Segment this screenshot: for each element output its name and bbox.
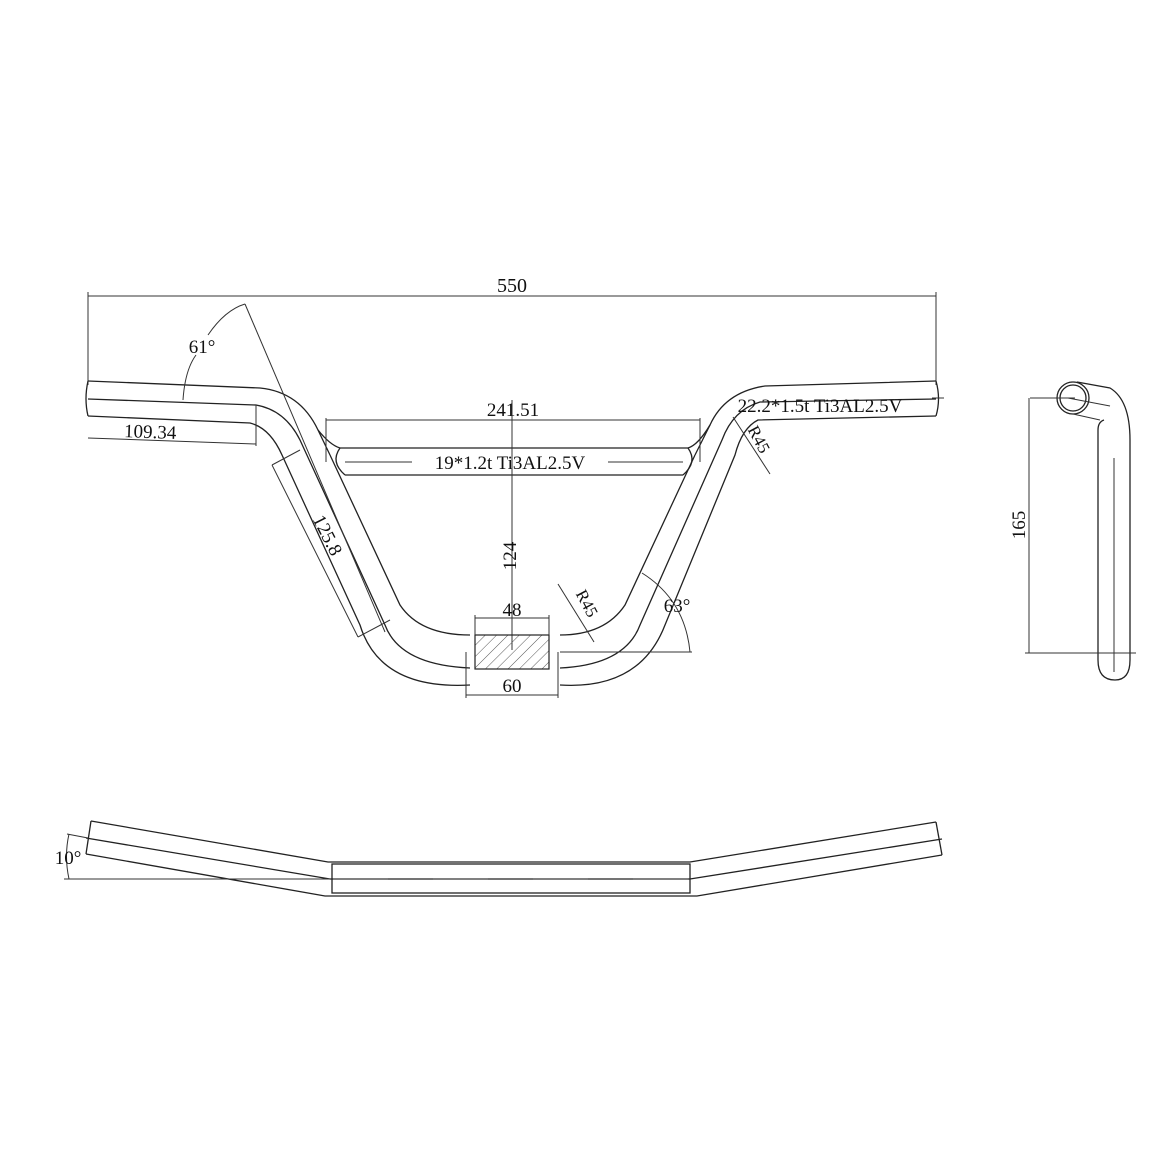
angle-63-arc (641, 572, 691, 653)
dim-line-125 (271, 464, 359, 638)
right-tube-bottom-outer (559, 415, 937, 686)
dim-angle-right: 63° (664, 596, 691, 617)
dim-angle-left: 61° (189, 337, 216, 358)
angle-61-arc-top (207, 303, 246, 336)
side-tube-outline (1076, 381, 1131, 681)
r45-lower-leader (557, 583, 595, 643)
left-tube-center (87, 398, 471, 669)
crossbar-right-end (682, 447, 693, 476)
dim-clamp-width: 60 (503, 676, 522, 697)
dim-backsweep-angle: 10° (55, 848, 82, 869)
top-tube-front (85, 853, 943, 897)
dim-line-109 (87, 437, 257, 445)
side-tube-centerline-top (1067, 397, 1111, 407)
angle-61-arc-bottom (182, 354, 197, 401)
right-riser-inner (559, 454, 696, 636)
right-tube-top (694, 380, 937, 456)
angle-10-arc (66, 833, 70, 880)
angle-61-ref-line (244, 303, 386, 633)
ext-line-125-bottom (357, 619, 391, 638)
dim-bend-radius-lower: R45 (572, 586, 602, 620)
crossbar-left-end (335, 447, 346, 476)
left-tube-end (85, 380, 89, 417)
angle-10-ref (66, 833, 89, 839)
top-tube-center (85, 837, 943, 880)
top-tube-back (90, 820, 937, 863)
side-view: 165 (1009, 381, 1136, 681)
r45-upper-leader (732, 416, 771, 475)
clamp-knurl-hatch (474, 634, 550, 670)
dim-knurl-width: 48 (503, 600, 522, 621)
top-crossbar (331, 863, 691, 894)
crossbar-left-joint (317, 429, 341, 449)
top-tube-right-end (935, 821, 943, 856)
crossbar-spec-label: 19*1.2t Ti3AL2.5V (435, 453, 586, 474)
dim-crossbar-length: 241.51 (487, 400, 539, 421)
crossbar-right-joint (687, 424, 711, 449)
main-tube-spec-label: 22.2*1.5t Ti3AL2.5V (738, 396, 903, 417)
dim-overall-width: 550 (497, 275, 527, 297)
right-tube-center (559, 398, 937, 669)
right-tube-end (935, 380, 940, 417)
dim-grip-length: 109.34 (124, 421, 177, 444)
dim-rise-height: 124 (500, 541, 521, 570)
front-view: 550 241.51 19*1.2t Ti3AL2.5V 124 (85, 275, 944, 698)
dim-side-height: 165 (1009, 511, 1030, 540)
ext-line-125-top (271, 449, 301, 466)
left-riser-inner (329, 454, 471, 636)
top-view: 10° (55, 820, 943, 897)
top-tube-left-end (85, 820, 92, 855)
side-tube-inner-top (1072, 413, 1101, 421)
left-tube-bottom-outer (87, 415, 471, 687)
dim-riser-length: 125.8 (308, 512, 346, 560)
left-tube-top (87, 380, 331, 456)
